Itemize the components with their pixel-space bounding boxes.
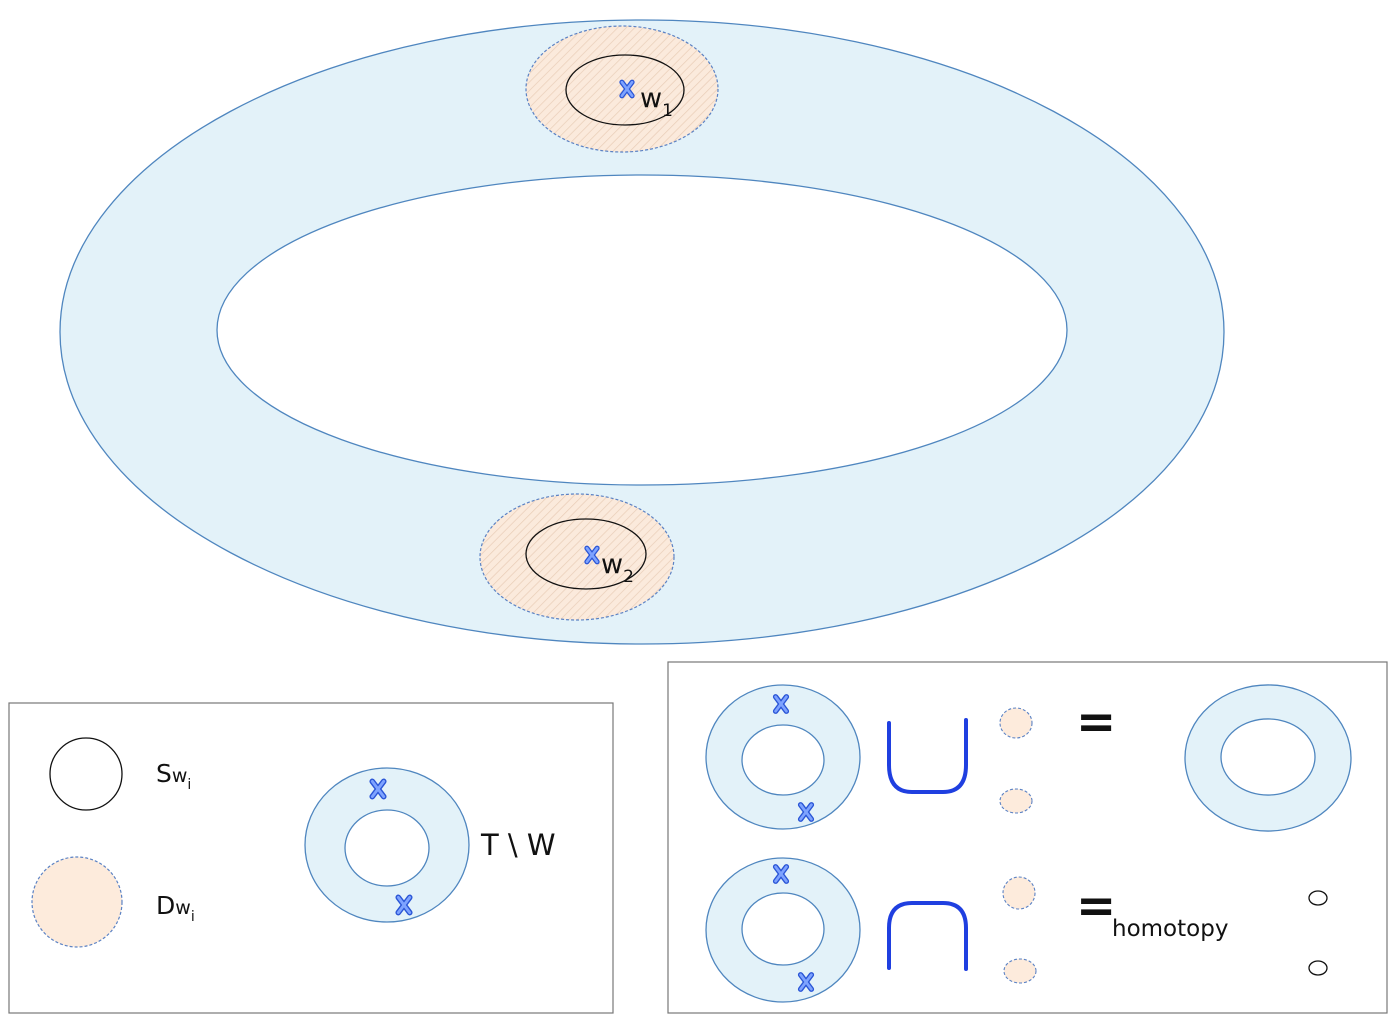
disk-w2: w2	[479, 493, 675, 621]
union-result-torus	[1184, 684, 1352, 832]
circle-sw1	[565, 54, 685, 126]
intersection-homotopy-label: homotopy	[1112, 916, 1228, 942]
big-torus: w1 w2	[59, 19, 1225, 645]
torus-surface	[59, 19, 1225, 645]
legend-box: Swi Dwi T \ W	[8, 702, 614, 1014]
union-row: =	[705, 684, 1352, 832]
cap-icon	[887, 901, 968, 971]
label-w2: w2	[601, 549, 634, 587]
legend-label-dw: Dwi	[156, 891, 195, 925]
union-disk-top	[999, 707, 1033, 739]
union-torus	[705, 684, 861, 830]
circle-sw2	[525, 518, 647, 590]
legend-circle-sw	[49, 737, 123, 811]
result-point-bottom	[1308, 960, 1328, 976]
intersection-torus	[705, 857, 861, 1003]
legend-punctured-torus	[304, 767, 470, 923]
cup-icon	[887, 718, 968, 794]
disk-dw2	[479, 493, 675, 621]
intersection-disk-top	[1002, 876, 1036, 910]
result-point-top	[1308, 890, 1328, 906]
operations-box: = = homotopy	[667, 661, 1388, 1014]
legend-label-complement: T \ W	[480, 828, 556, 862]
intersection-disk-bottom	[1003, 958, 1037, 984]
legend-disk-dw	[31, 856, 123, 948]
label-w1: w1	[640, 83, 673, 121]
disk-dw1	[525, 25, 719, 153]
legend-label-sw: Swi	[156, 759, 191, 793]
intersection-row: = homotopy	[705, 857, 1328, 1003]
union-equals: =	[1076, 694, 1116, 750]
union-disk-bottom	[999, 788, 1033, 814]
intersection-equals: =	[1076, 878, 1116, 934]
disk-w1: w1	[525, 25, 719, 153]
